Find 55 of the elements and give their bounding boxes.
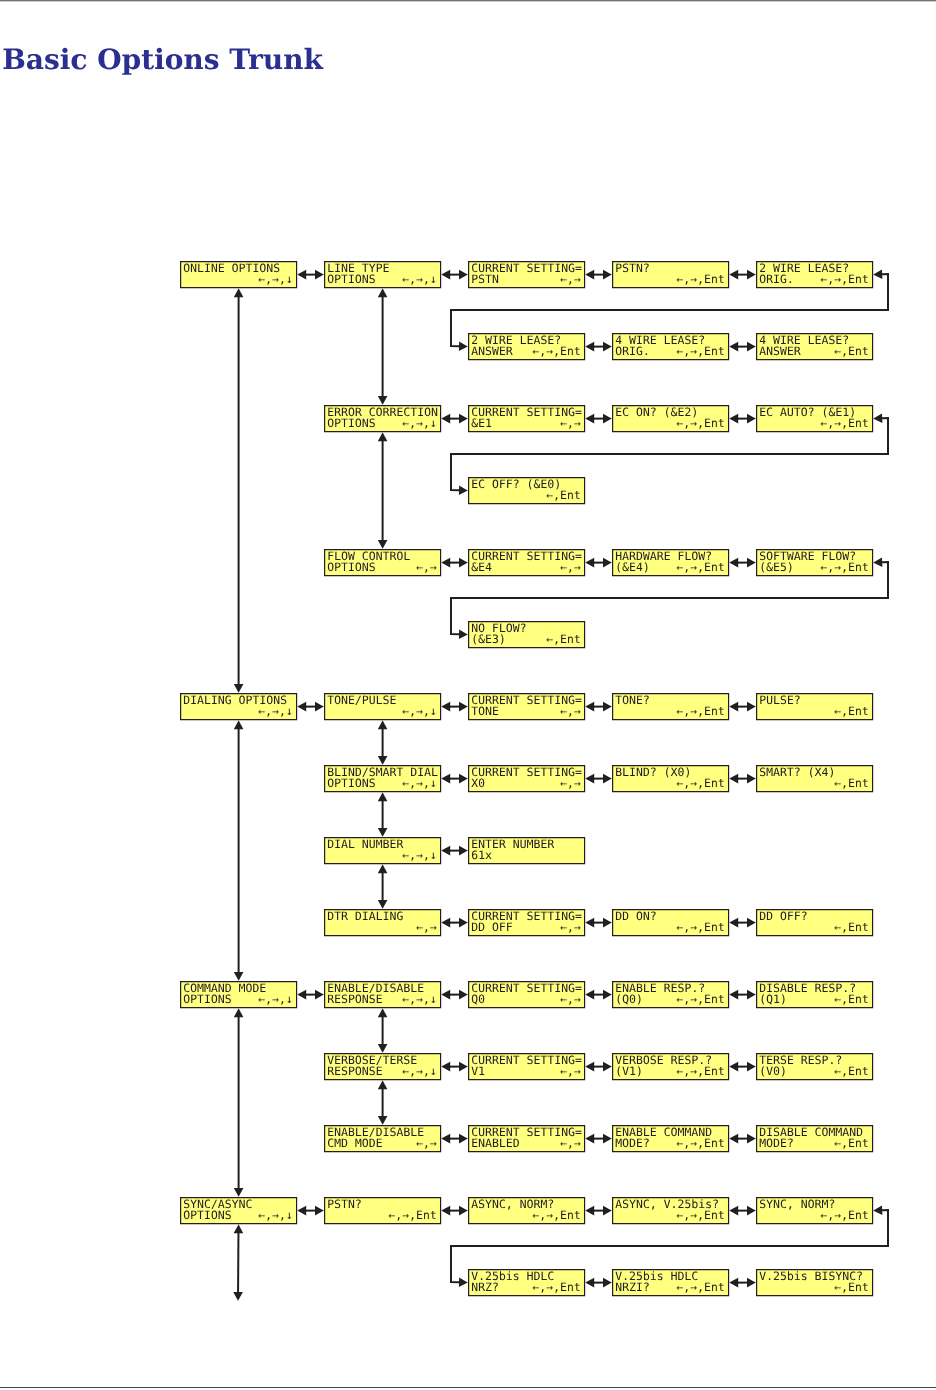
display-box: 2 WIRE LEASE? ANSWER ←,→,Ent xyxy=(468,333,586,361)
display-box: CURRENT SETTING= Q0 ←,→ xyxy=(468,981,586,1009)
display-box: COMMAND MODE OPTIONS ←,→,↓ xyxy=(180,981,298,1009)
page-title: Basic Options Trunk xyxy=(3,47,324,75)
display-box: 4 WIRE LEASE? ORIG. ←,→,Ent xyxy=(612,333,730,361)
display-box: DISABLE COMMAND MODE? ←,Ent xyxy=(756,1125,874,1153)
display-box: CURRENT SETTING= DD OFF ←,→ xyxy=(468,909,586,937)
display-box: ASYNC, NORM? ←,→,Ent xyxy=(468,1197,586,1225)
display-box: PSTN? ←,→,Ent xyxy=(612,261,730,289)
display-box: FLOW CONTROL OPTIONS ←,→ xyxy=(324,549,442,577)
display-box: TERSE RESP.? (V0) ←,Ent xyxy=(756,1053,874,1081)
display-box: SYNC, NORM? ←,→,Ent xyxy=(756,1197,874,1225)
display-box: HARDWARE FLOW? (&E4) ←,→,Ent xyxy=(612,549,730,577)
display-box: DIAL NUMBER ←,→,↓ xyxy=(324,837,442,865)
display-box: VERBOSE/TERSE RESPONSE ←,→,↓ xyxy=(324,1053,442,1081)
display-box: CURRENT SETTING= &E1 ←,→ xyxy=(468,405,586,433)
display-box: VERBOSE RESP.? (V1) ←,→,Ent xyxy=(612,1053,730,1081)
display-box: ENABLE/DISABLE CMD MODE ←,→ xyxy=(324,1125,442,1153)
display-box: CURRENT SETTING= V1 ←,→ xyxy=(468,1053,586,1081)
display-box: NO FLOW? (&E3) ←,Ent xyxy=(468,621,586,649)
display-box: 4 WIRE LEASE? ANSWER ←,Ent xyxy=(756,333,874,361)
display-box: CURRENT SETTING= X0 ←,→ xyxy=(468,765,586,793)
display-box: CURRENT SETTING= &E4 ←,→ xyxy=(468,549,586,577)
display-box: PULSE? ←,Ent xyxy=(756,693,874,721)
display-box: SOFTWARE FLOW? (&E5) ←,→,Ent xyxy=(756,549,874,577)
display-box: ENABLE/DISABLE RESPONSE ←,→,↓ xyxy=(324,981,442,1009)
display-box: BLIND/SMART DIAL OPTIONS ←,→,↓ xyxy=(324,765,442,793)
display-box: V.25bis BISYNC? ←,Ent xyxy=(756,1269,874,1297)
display-box: LINE TYPE OPTIONS ←,→,↓ xyxy=(324,261,442,289)
display-box: ERROR CORRECTION OPTIONS ←,→,↓ xyxy=(324,405,442,433)
display-box: CURRENT SETTING= PSTN ←,→ xyxy=(468,261,586,289)
display-box: 2 WIRE LEASE? ORIG. ←,→,Ent xyxy=(756,261,874,289)
display-box: SMART? (X4) ←,Ent xyxy=(756,765,874,793)
display-box: ENABLE COMMAND MODE? ←,→,Ent xyxy=(612,1125,730,1153)
display-box: DD ON? ←,→,Ent xyxy=(612,909,730,937)
display-box: V.25bis HDLC NRZ? ←,→,Ent xyxy=(468,1269,586,1297)
display-box: SYNC/ASYNC OPTIONS ←,→,↓ xyxy=(180,1197,298,1225)
display-box: ASYNC, V.25bis? ←,→,Ent xyxy=(612,1197,730,1225)
display-box: ENTER NUMBER 61x xyxy=(468,837,586,865)
display-box: EC AUTO? (&E1) ←,→,Ent xyxy=(756,405,874,433)
display-box: EC OFF? (&E0) ←,Ent xyxy=(468,477,586,505)
display-box: TONE? ←,→,Ent xyxy=(612,693,730,721)
display-box: DIALING OPTIONS ←,→,↓ xyxy=(180,693,298,721)
display-box: BLIND? (X0) ←,→,Ent xyxy=(612,765,730,793)
display-box: V.25bis HDLC NRZI? ←,→,Ent xyxy=(612,1269,730,1297)
display-box: ENABLE RESP.? (Q0) ←,→,Ent xyxy=(612,981,730,1009)
display-box: TONE/PULSE ←,→,↓ xyxy=(324,693,442,721)
display-box: CURRENT SETTING= TONE ←,→ xyxy=(468,693,586,721)
display-box: ONLINE OPTIONS ←,→,↓ xyxy=(180,261,298,289)
display-box: EC ON? (&E2) ←,→,Ent xyxy=(612,405,730,433)
display-box: PSTN? ←,→,Ent xyxy=(324,1197,442,1225)
display-box: CURRENT SETTING= ENABLED ←,→ xyxy=(468,1125,586,1153)
display-box: DD OFF? ←,Ent xyxy=(756,909,874,937)
display-box: DTR DIALING ←,→ xyxy=(324,909,442,937)
display-box: DISABLE RESP.? (Q1) ←,Ent xyxy=(756,981,874,1009)
